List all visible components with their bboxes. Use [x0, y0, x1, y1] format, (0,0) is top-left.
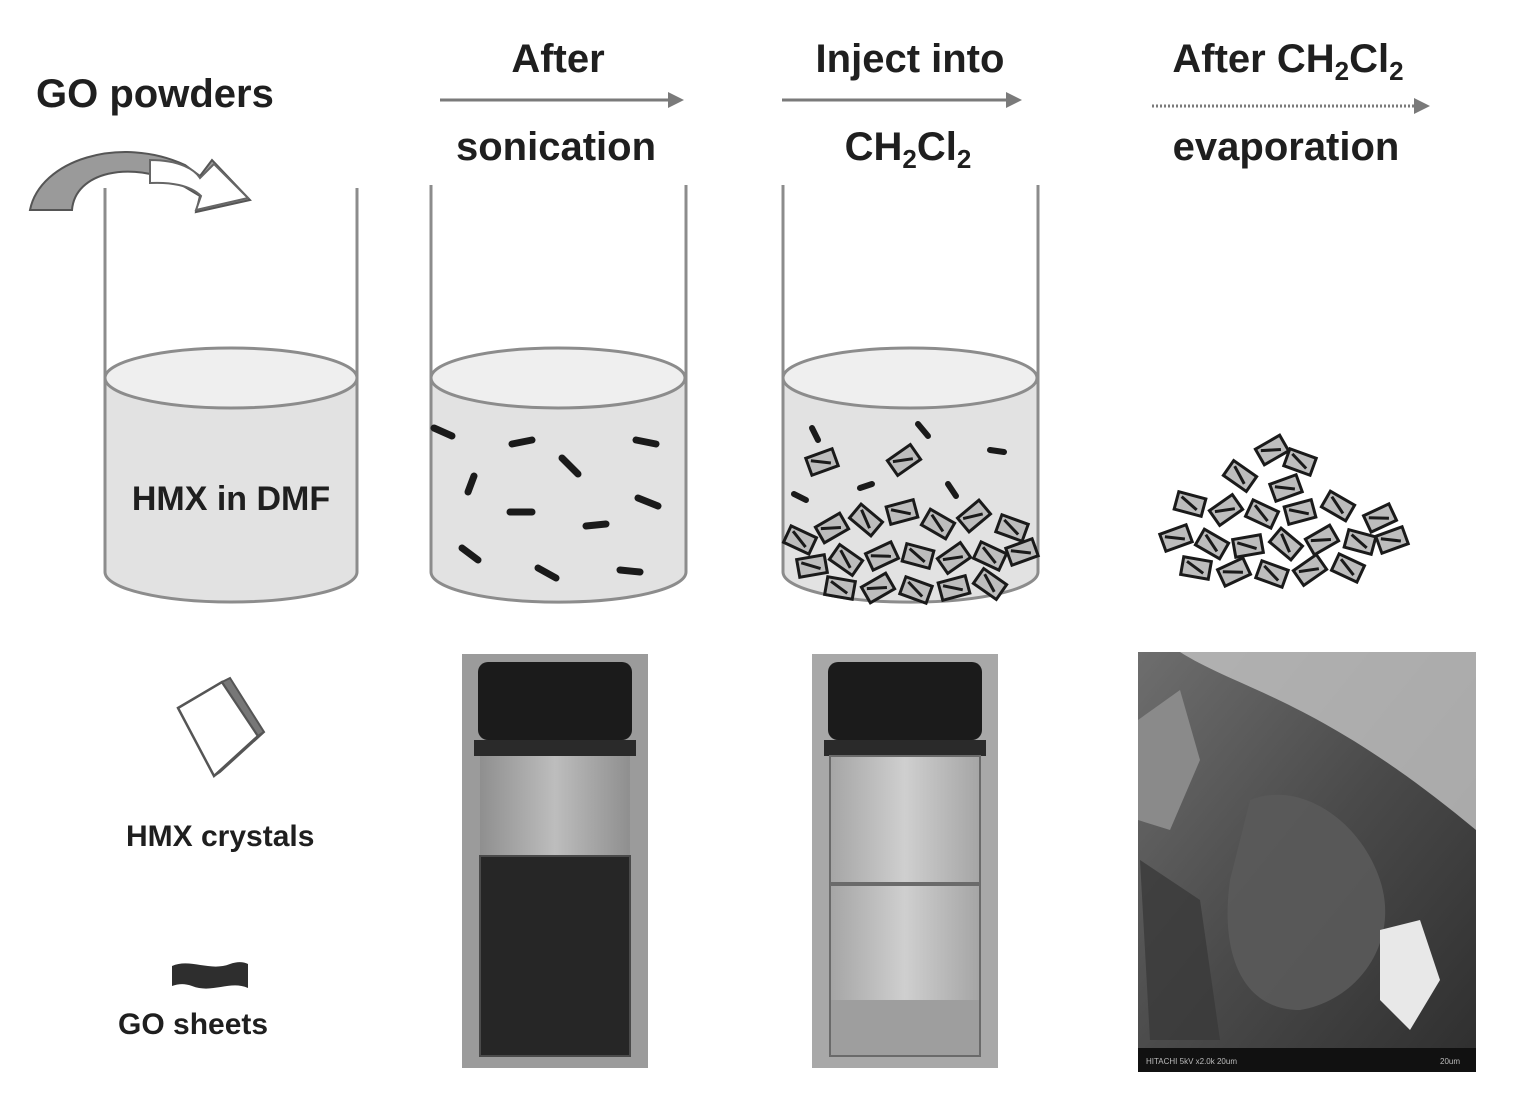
- step1-arrow-group: After sonication: [440, 37, 684, 169]
- step3-arrow-group: After CH2Cl2 evaporation: [1152, 37, 1430, 169]
- step2-bottom-label: CH2Cl2: [845, 125, 972, 174]
- step2-top-label: Inject into: [816, 37, 1005, 81]
- go-sheets-suspended: [791, 421, 1007, 503]
- go-sheet-icon: [172, 962, 248, 989]
- step1-bottom-label: sonication: [456, 125, 656, 169]
- step3-bottom-label: evaporation: [1173, 125, 1400, 169]
- hmx-crystal-icon: [176, 676, 266, 779]
- sem-scale-label: 20um: [1440, 1057, 1460, 1066]
- go-powders-label: GO powders: [36, 72, 274, 116]
- arrow-head: [668, 92, 684, 108]
- vial-photo-1: [462, 654, 648, 1068]
- arrow-head: [1414, 98, 1430, 114]
- vial-photo-2: [812, 654, 998, 1068]
- step3-top-label: After CH2Cl2: [1172, 37, 1403, 86]
- legend-hmx-crystals-label: HMX crystals: [126, 820, 314, 853]
- go-sheets-dispersed: [430, 424, 662, 582]
- hmx-go-composite-pile: [1158, 433, 1410, 589]
- legend-go-sheets-label: GO sheets: [118, 1008, 268, 1041]
- step1-top-label: After: [511, 37, 604, 81]
- step2-arrow-group: Inject into CH2Cl2: [782, 37, 1022, 174]
- sem-micrograph: HITACHI 5kV x2.0k 20um 20um: [1138, 652, 1476, 1072]
- beaker-1: HMX in DMF: [103, 188, 359, 604]
- sem-info-bar: HITACHI 5kV x2.0k 20um: [1146, 1057, 1237, 1066]
- beaker-2: [429, 185, 688, 604]
- curved-arrow-icon: [28, 151, 252, 214]
- arrow-head: [1006, 92, 1022, 108]
- beaker1-label: HMX in DMF: [132, 480, 330, 518]
- beaker-3: [781, 185, 1040, 605]
